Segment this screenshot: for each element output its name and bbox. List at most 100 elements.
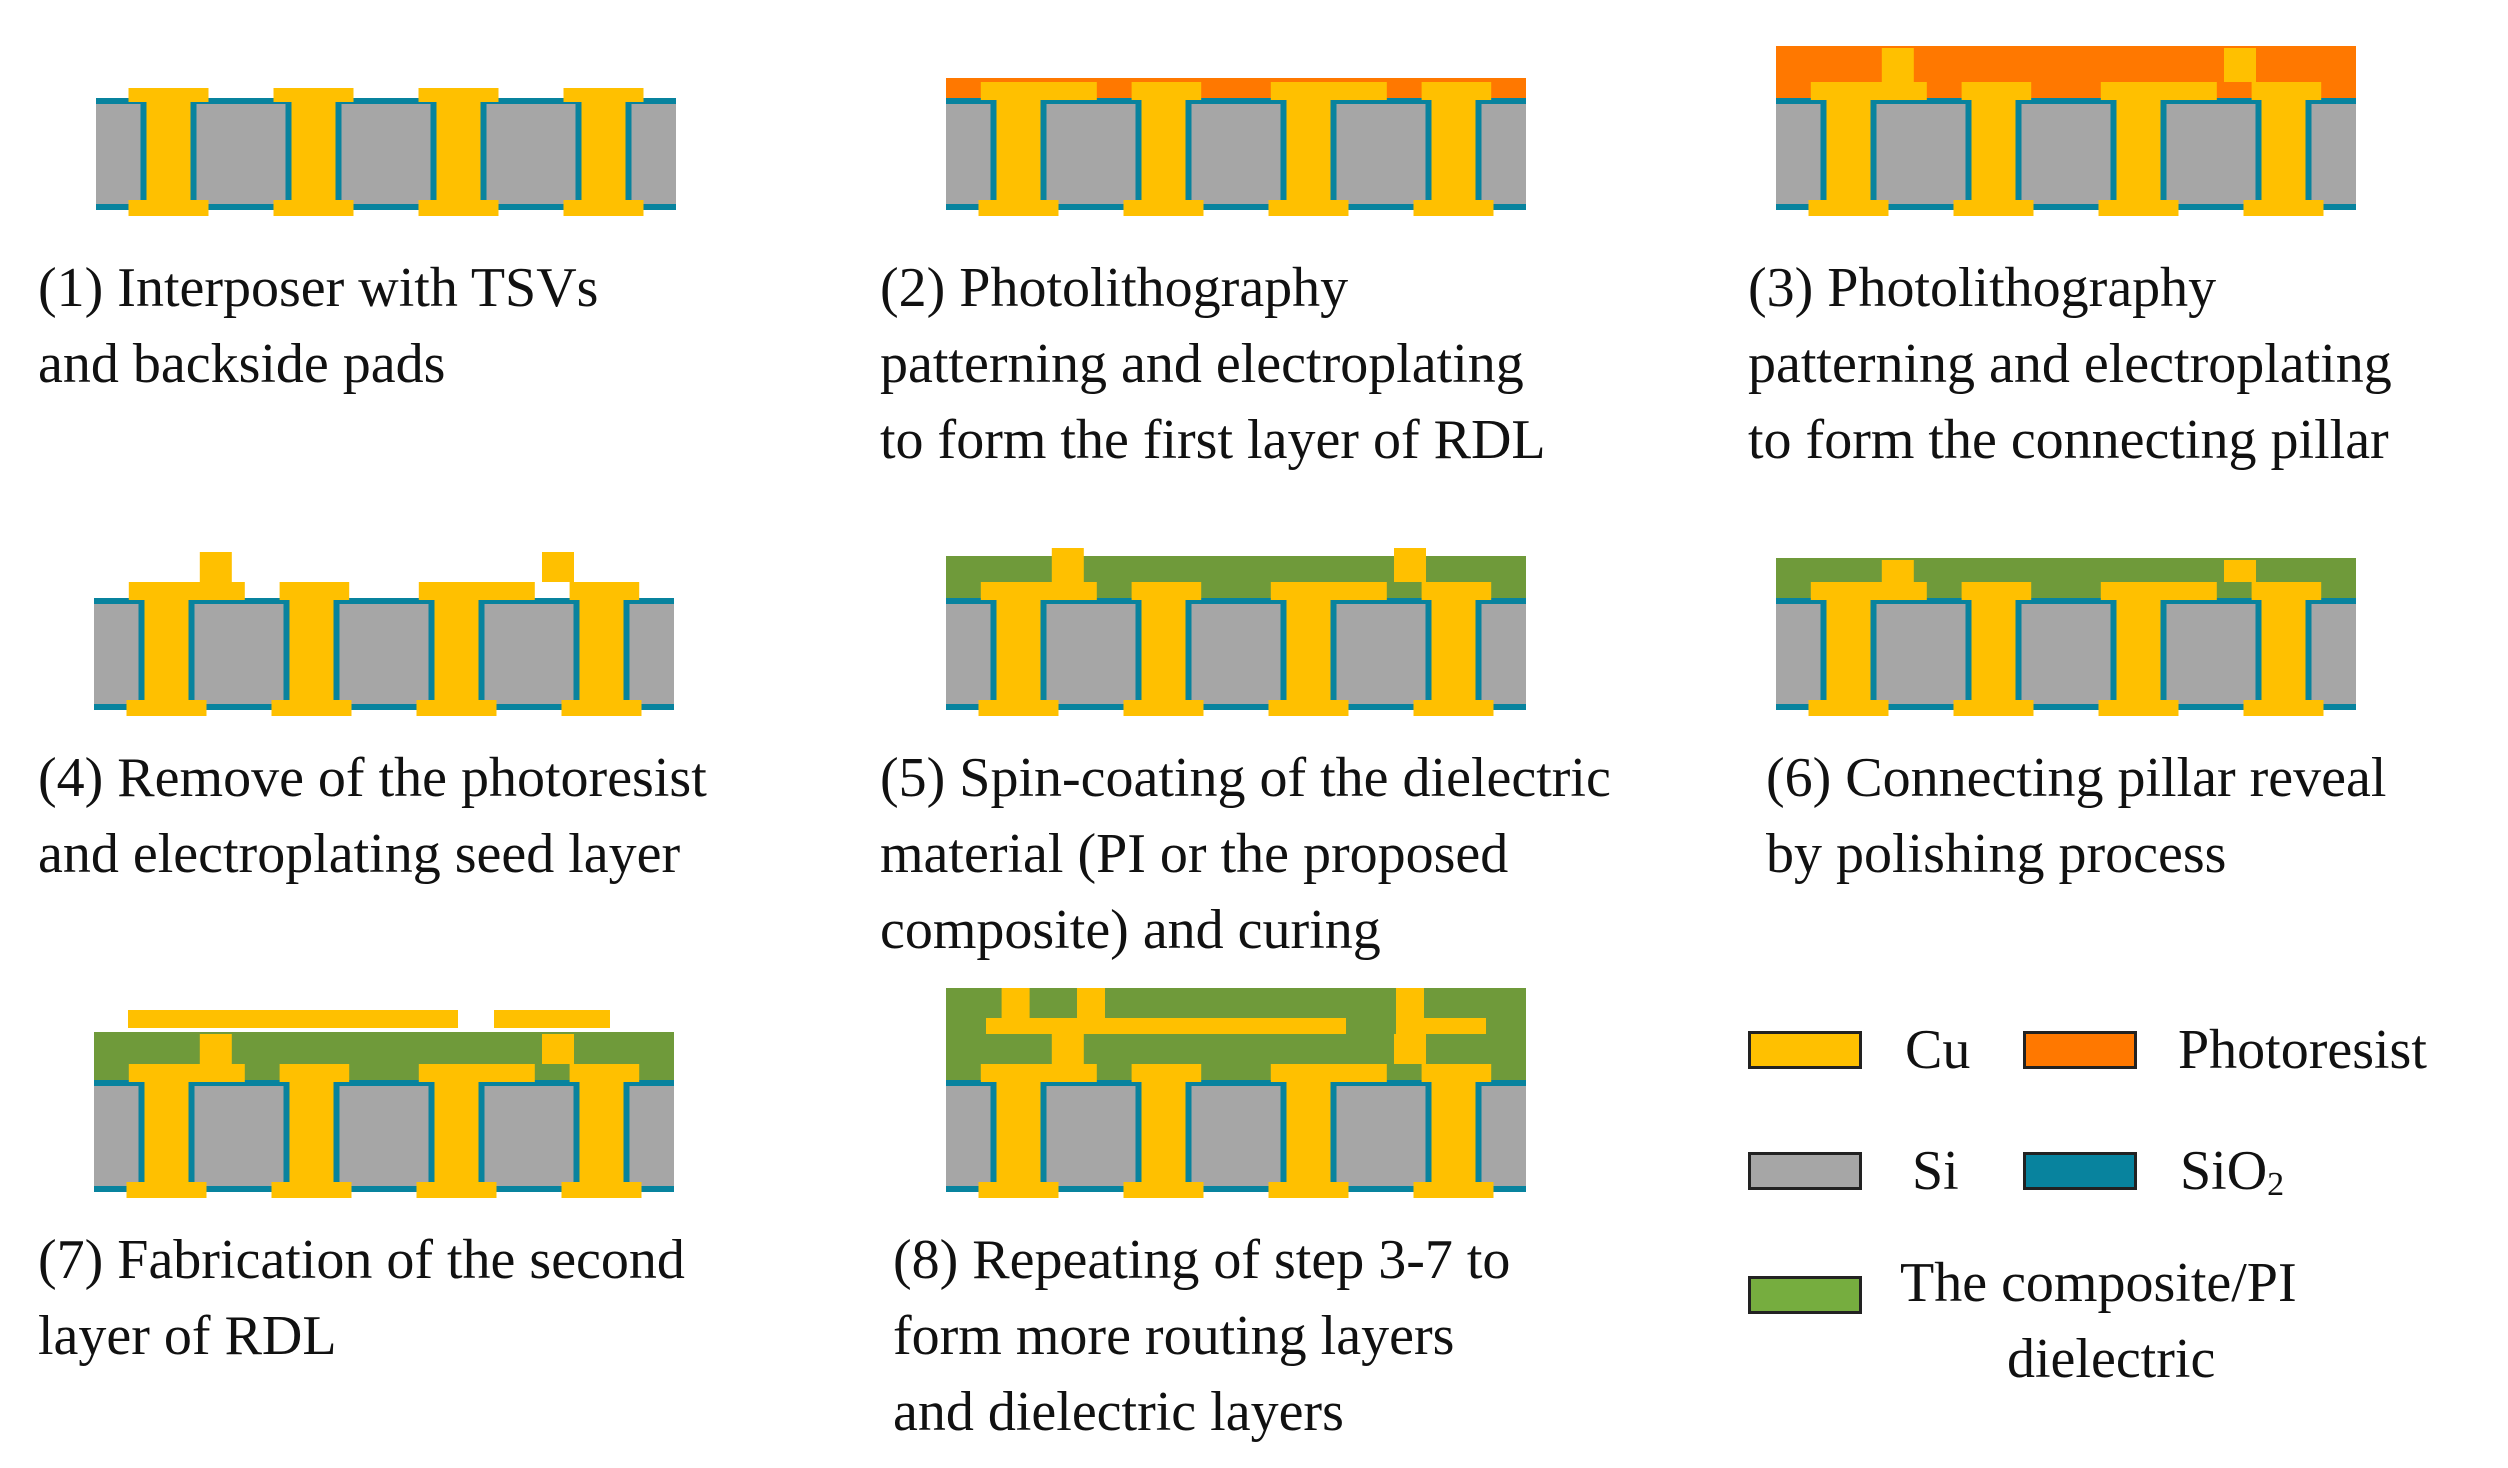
step-8-caption: (8) Repeating of step 3-7 to form more r… — [893, 1222, 1510, 1450]
top-pad — [563, 88, 644, 102]
oxide-bottom — [946, 704, 1526, 710]
backside-pad — [1953, 700, 2034, 716]
rdl-line — [1131, 82, 1202, 100]
rdl-line — [1270, 1064, 1387, 1082]
oxide-bottom — [96, 204, 676, 210]
top-pad — [273, 88, 354, 102]
connecting-pillar — [1051, 548, 1084, 582]
diagram-step-5 — [946, 548, 1526, 716]
rdl-line — [279, 1064, 350, 1082]
tsv-via — [996, 98, 1041, 210]
tsv-via — [996, 598, 1041, 710]
oxide-bottom — [1776, 204, 2356, 210]
oxide-bottom — [94, 1186, 674, 1192]
tsv-via — [2261, 98, 2306, 210]
connecting-pillar — [542, 1034, 574, 1064]
backside-pad — [563, 200, 644, 216]
diagram-step-1 — [96, 88, 676, 216]
diagram-step-7 — [94, 1010, 674, 1198]
step-5-caption: (5) Spin-coating of the dielectric mater… — [880, 740, 1611, 968]
legend-sio2-text: SiO — [2180, 1140, 2268, 1202]
backside-pad — [1268, 700, 1349, 716]
oxide-top — [946, 98, 1526, 104]
backside-pad — [1953, 200, 2034, 216]
oxide-top — [946, 598, 1526, 604]
connecting-pillar — [199, 1034, 232, 1064]
rdl-line — [418, 1064, 535, 1082]
caption-line: (5) Spin-coating of the dielectric — [880, 747, 1611, 809]
backside-pad — [1413, 1182, 1494, 1198]
caption-line: (1) Interposer with TSVs — [38, 257, 599, 319]
backside-pad — [1268, 200, 1349, 216]
backside-pad — [271, 1182, 352, 1198]
backside-pad — [1413, 200, 1494, 216]
rdl-line — [1421, 582, 1492, 600]
oxide-bottom — [946, 204, 1526, 210]
tsv-via — [1431, 98, 1476, 210]
diagram-step-6 — [1776, 558, 2356, 716]
rdl-line — [2100, 582, 2217, 600]
rdl-line — [980, 582, 1097, 600]
caption-line: layer of RDL — [38, 1305, 337, 1367]
rdl-line — [1961, 82, 2032, 100]
top-pad — [418, 88, 499, 102]
step-4-caption: (4) Remove of the photoresist and electr… — [38, 740, 707, 892]
caption-line: patterning and electroplating — [1748, 333, 2392, 395]
oxide-bottom — [1776, 704, 2356, 710]
tsv-via — [1286, 598, 1331, 710]
connecting-pillar — [1394, 548, 1426, 582]
caption-line: material (PI or the proposed — [880, 823, 1509, 885]
rdl-line — [569, 582, 640, 600]
rdl-line — [1131, 1064, 1202, 1082]
tsv-via — [1141, 598, 1186, 710]
stacked-via — [1077, 988, 1105, 1020]
tsv-via — [1141, 1080, 1186, 1192]
backside-pad — [978, 1182, 1059, 1198]
second-rdl-line — [128, 1010, 458, 1028]
tsv-via — [2116, 98, 2161, 210]
tsv-via — [434, 1080, 479, 1192]
rdl-line — [128, 582, 245, 600]
diagram-step-8 — [946, 988, 1526, 1198]
tsv-via — [436, 98, 481, 210]
backside-pad — [1123, 1182, 1204, 1198]
backside-pad — [271, 700, 352, 716]
rdl-line — [1961, 582, 2032, 600]
legend-label-photoresist: Photoresist — [2178, 1019, 2427, 1081]
connecting-pillar — [2224, 48, 2256, 82]
legend-label-dielectric-line2: dielectric — [2007, 1328, 2216, 1390]
tsv-via — [581, 98, 626, 210]
rdl-line — [1270, 82, 1387, 100]
tsv-via — [291, 98, 336, 210]
legend-swatch-photoresist — [2023, 1031, 2137, 1069]
caption-line: (6) Connecting pillar reveal — [1766, 747, 2387, 809]
caption-line: patterning and electroplating — [880, 333, 1524, 395]
legend-swatch-sio2 — [2023, 1152, 2137, 1190]
connecting-pillar — [542, 552, 574, 582]
caption-line: (4) Remove of the photoresist — [38, 747, 707, 809]
rdl-line — [1270, 582, 1387, 600]
caption-line: (3) Photolithography — [1748, 257, 2217, 319]
step-3-caption: (3) Photolithography patterning and elec… — [1748, 250, 2392, 478]
tsv-via — [144, 1080, 189, 1192]
backside-pad — [126, 700, 207, 716]
tsv-via — [1141, 98, 1186, 210]
backside-pad — [978, 700, 1059, 716]
connecting-pillar — [2224, 560, 2256, 582]
backside-pad — [1123, 700, 1204, 716]
tsv-via — [1286, 98, 1331, 210]
backside-pad — [2243, 700, 2324, 716]
caption-line: and backside pads — [38, 333, 446, 395]
oxide-bottom — [94, 704, 674, 710]
oxide-top — [1776, 98, 2356, 104]
second-rdl-line — [494, 1010, 610, 1028]
backside-pad — [978, 200, 1059, 216]
caption-line: (2) Photolithography — [880, 257, 1349, 319]
caption-line: (7) Fabrication of the second — [38, 1229, 685, 1291]
caption-line: composite) and curing — [880, 899, 1381, 961]
tsv-via — [1971, 98, 2016, 210]
rdl-line — [1810, 582, 1927, 600]
diagram-step-4 — [94, 552, 674, 716]
